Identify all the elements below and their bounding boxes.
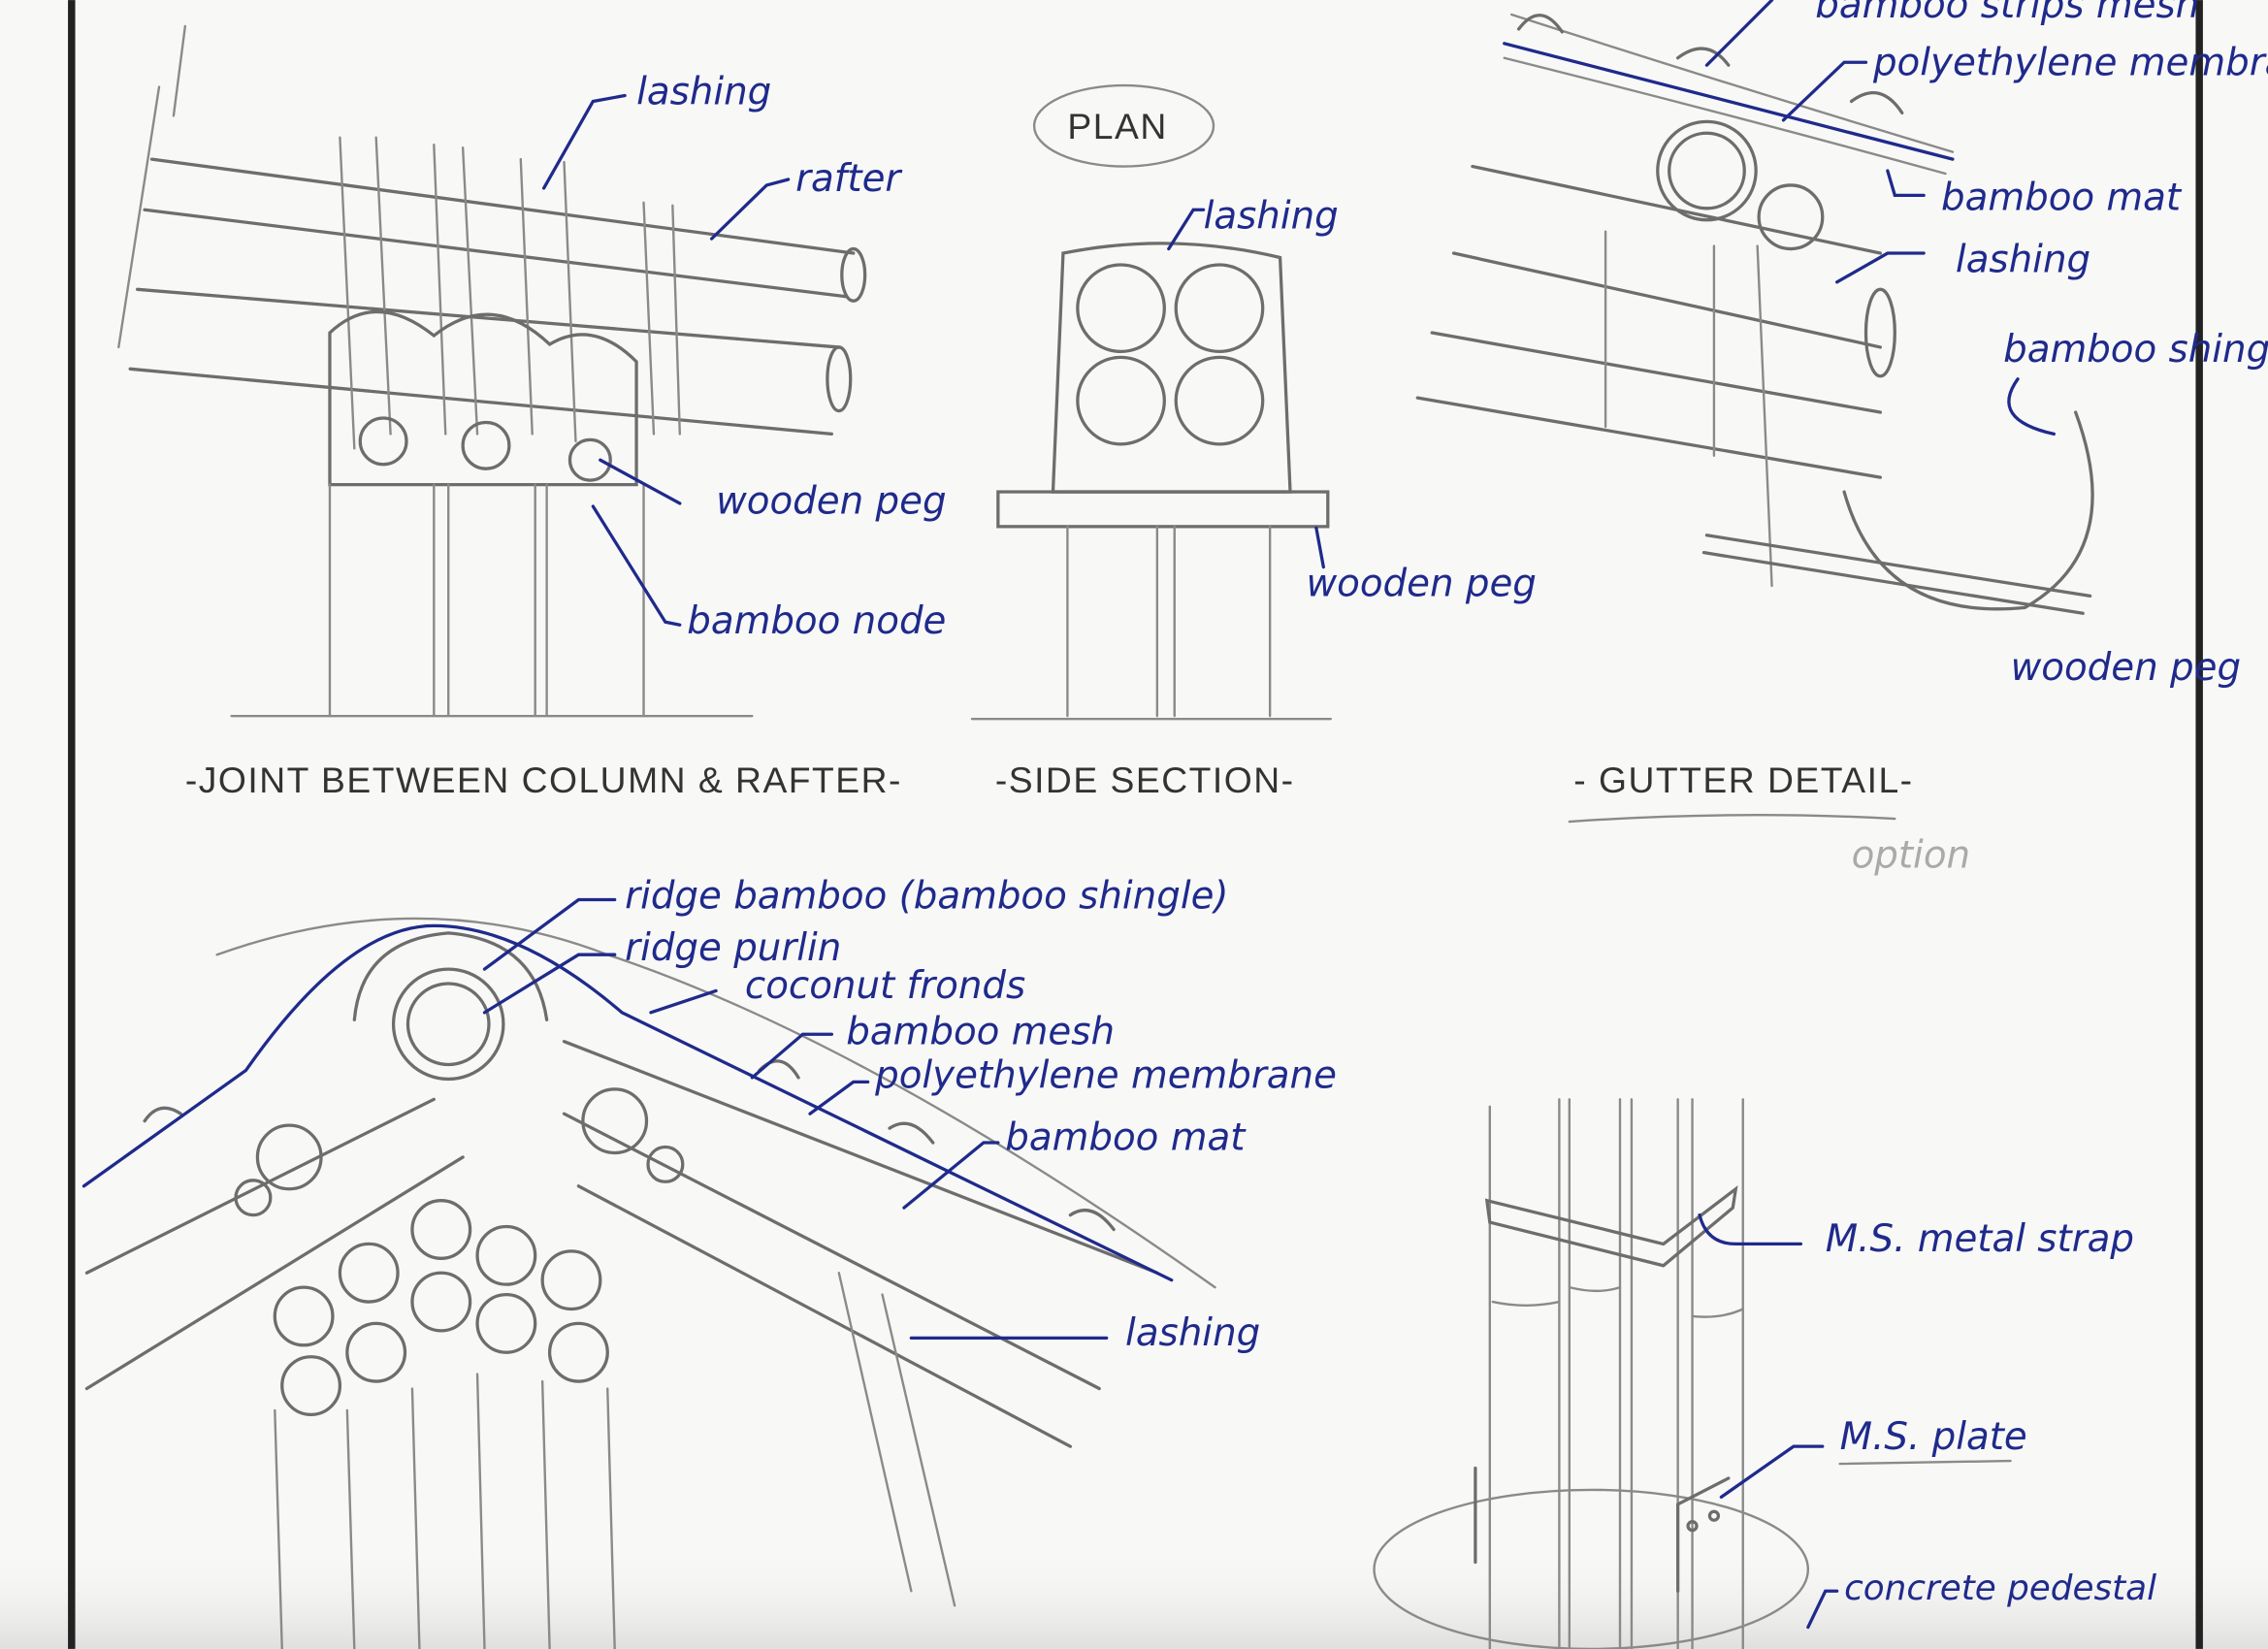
gutter-detail-drawing <box>1415 13 2094 615</box>
joint-detail-title: -JOINT BETWEEN COLUMN & RAFTER- <box>185 760 902 800</box>
option-note: option <box>1852 834 1971 878</box>
ridge-detail-drawing <box>84 917 1216 1649</box>
leader-metal-strap <box>1698 1212 1803 1246</box>
label-ridge-purlin: ridge purlin <box>625 926 841 970</box>
label-bamboo-mat: bamboo mat <box>1941 176 2183 219</box>
label-lashing-side: lashing <box>1204 195 1339 239</box>
label-polyethylene-membrane-ridge: polyethylene membrane <box>874 1053 1337 1097</box>
plan-bubble <box>1032 83 1215 168</box>
leader-lashing-3 <box>1835 251 1926 284</box>
label-bamboo-mat-ridge: bamboo mat <box>1005 1116 1247 1159</box>
label-wooden-peg-gutter: wooden peg <box>2011 646 2241 690</box>
right-border-line <box>2195 0 2203 1649</box>
column-base-drawing <box>1373 1098 1809 1649</box>
label-wooden-peg-side: wooden peg <box>1306 562 1536 605</box>
label-rafter: rafter <box>795 157 902 201</box>
leader-lashing-2 <box>1167 208 1206 251</box>
leader-bamboo-node <box>591 504 682 627</box>
label-lashing: lashing <box>636 70 771 113</box>
label-bamboo-node: bamboo node <box>687 599 946 643</box>
plan-label: PLAN <box>1067 106 1167 146</box>
title-underline <box>1568 814 1896 824</box>
label-bamboo-shingle: bamboo shingle <box>2003 328 2268 372</box>
label-ridge-bamboo: ridge bamboo (bamboo shingle) <box>625 874 1228 918</box>
leader-strips-mesh <box>1704 0 1774 67</box>
leader-coconut-fronds <box>649 988 718 1015</box>
leader-rafter <box>709 178 791 241</box>
leader-ridge-purlin <box>482 953 617 1015</box>
label-polyethylene-membrane: polyethylene membrane <box>1872 42 2268 85</box>
label-lashing-gutter: lashing <box>1956 238 2090 281</box>
leader-bamboo-shingle <box>2007 377 2056 436</box>
leader-bamboo-mat <box>1886 169 1926 198</box>
leader-polyethylene-ridge <box>808 1080 870 1116</box>
leader-ridge-bamboo <box>482 897 617 971</box>
label-lashing-ridge: lashing <box>1125 1311 1260 1355</box>
label-metal-strap: M.S. metal strap <box>1826 1217 2134 1261</box>
label-bamboo-strips-mesh: bamboo strips mesh <box>1815 0 2199 27</box>
ridge-membrane-line <box>81 923 1174 1282</box>
gutter-detail-title: - GUTTER DETAIL- <box>1573 760 1913 800</box>
leader-concrete-pedestal <box>1806 1589 1839 1630</box>
scan-shadow <box>0 1533 2268 1649</box>
leader-ms-plate <box>1719 1444 1825 1499</box>
label-coconut-fronds: coconut fronds <box>745 964 1025 1008</box>
leader-lashing-1 <box>542 93 627 190</box>
label-wooden-peg: wooden peg <box>716 479 946 523</box>
side-section-drawing <box>970 242 1332 721</box>
membrane-line <box>1503 42 1955 161</box>
label-bamboo-mesh: bamboo mesh <box>846 1011 1115 1054</box>
side-section-title: -SIDE SECTION- <box>995 760 1295 800</box>
left-border-line <box>68 0 76 1649</box>
leader-bamboo-mat-ridge <box>902 1141 1000 1210</box>
leader-wooden-peg-1 <box>599 458 682 505</box>
label-ms-plate: M.S. plate <box>1840 1415 2027 1459</box>
joint-detail-drawing <box>117 24 867 718</box>
leader-polyethylene <box>1781 60 1868 122</box>
label-concrete-pedestal: concrete pedestal <box>1844 1568 2156 1608</box>
leader-wooden-peg-2 <box>1314 526 1325 569</box>
plate-underline <box>1838 1459 2012 1466</box>
leader-bamboo-mesh <box>750 1032 834 1080</box>
